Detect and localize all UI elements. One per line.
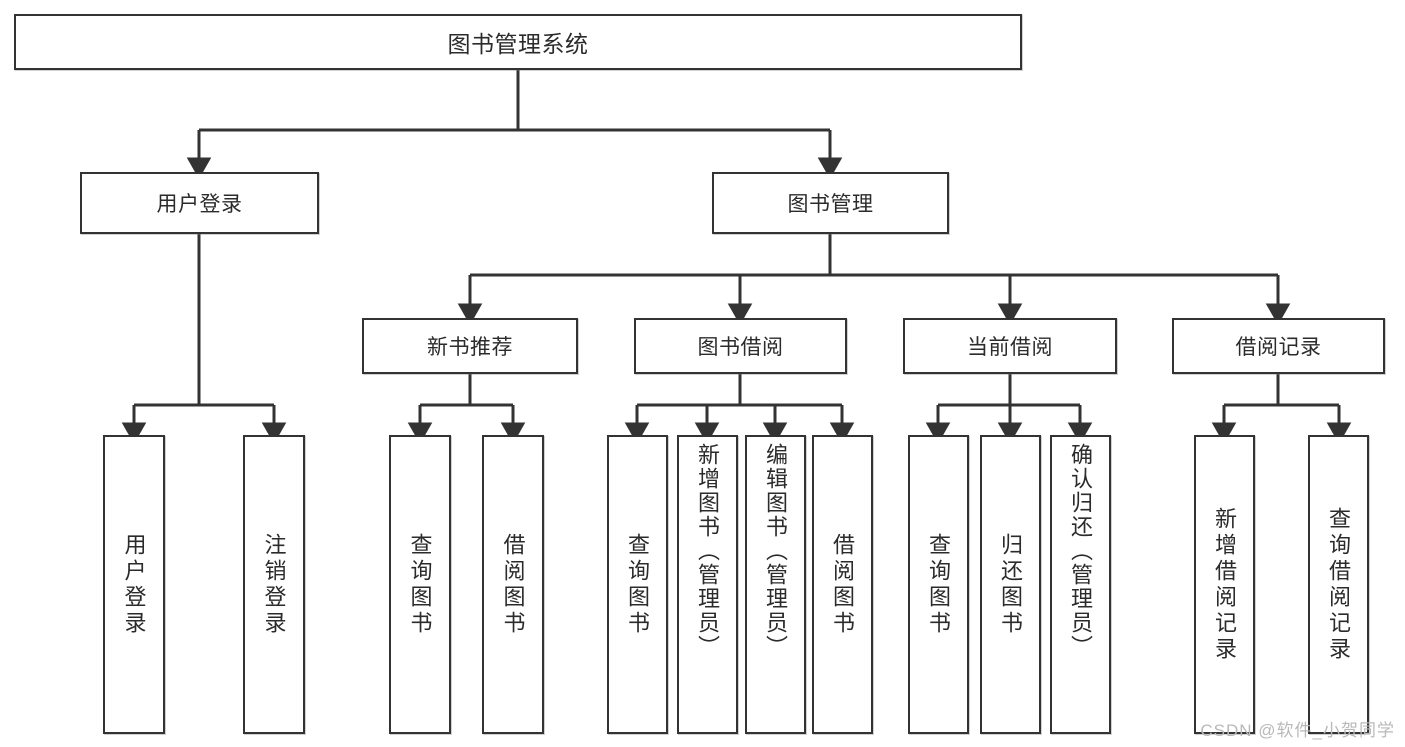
node-label: 借阅图书 [830,532,856,637]
node-label: 当前借阅 [967,336,1053,359]
node-label: 用户登录 [121,532,147,637]
node-label: 借阅图书 [500,532,526,637]
leaf-user-login[interactable]: 用户登录 [103,435,165,734]
leaf-borrow-books[interactable]: 借阅图书 [812,435,873,734]
node-new-book-recommend[interactable]: 新书推荐 [362,318,578,374]
node-label: 查询图书 [625,532,651,637]
leaf-add-book-admin[interactable]: 新增图书（管理员） [677,435,738,734]
node-book-management[interactable]: 图书管理 [712,172,949,234]
node-label: 编辑图书（管理员） [763,443,789,659]
node-label: 查询借阅记录 [1326,506,1352,663]
leaf-query-books-current[interactable]: 查询图书 [908,435,969,734]
node-label: 用户登录 [156,193,243,216]
node-label: 图书管理 [787,193,874,216]
node-label: 新增借阅记录 [1212,506,1238,663]
leaf-query-books-borrow[interactable]: 查询图书 [607,435,668,734]
node-label: 确认归还（管理员） [1068,443,1094,659]
node-user-login[interactable]: 用户登录 [80,172,319,234]
node-current-borrow[interactable]: 当前借阅 [903,318,1117,374]
node-label: 借阅记录 [1235,336,1322,359]
node-book-borrow[interactable]: 图书借阅 [634,318,847,374]
node-label: 新增图书（管理员） [695,443,721,659]
leaf-logout[interactable]: 注销登录 [243,435,305,734]
node-root-book-management-system[interactable]: 图书管理系统 [14,14,1022,70]
leaf-return-books[interactable]: 归还图书 [980,435,1041,734]
leaf-add-borrow-record[interactable]: 新增借阅记录 [1194,435,1255,734]
watermark-text: CSDN @软件_小贺同学 [1200,721,1395,740]
node-label: 查询图书 [926,532,952,637]
node-label: 注销登录 [261,532,287,637]
leaf-confirm-return-admin[interactable]: 确认归还（管理员） [1050,435,1111,734]
node-label: 查询图书 [407,532,433,637]
node-label: 归还图书 [998,532,1024,637]
leaf-query-books-recommend[interactable]: 查询图书 [389,435,451,734]
node-label: 图书管理系统 [447,31,589,57]
leaf-edit-book-admin[interactable]: 编辑图书（管理员） [745,435,806,734]
node-borrow-record[interactable]: 借阅记录 [1172,318,1385,374]
node-label: 图书借阅 [697,336,784,359]
leaf-query-borrow-record[interactable]: 查询借阅记录 [1308,435,1369,734]
leaf-borrow-books-recommend[interactable]: 借阅图书 [482,435,544,734]
node-label: 新书推荐 [427,336,513,359]
